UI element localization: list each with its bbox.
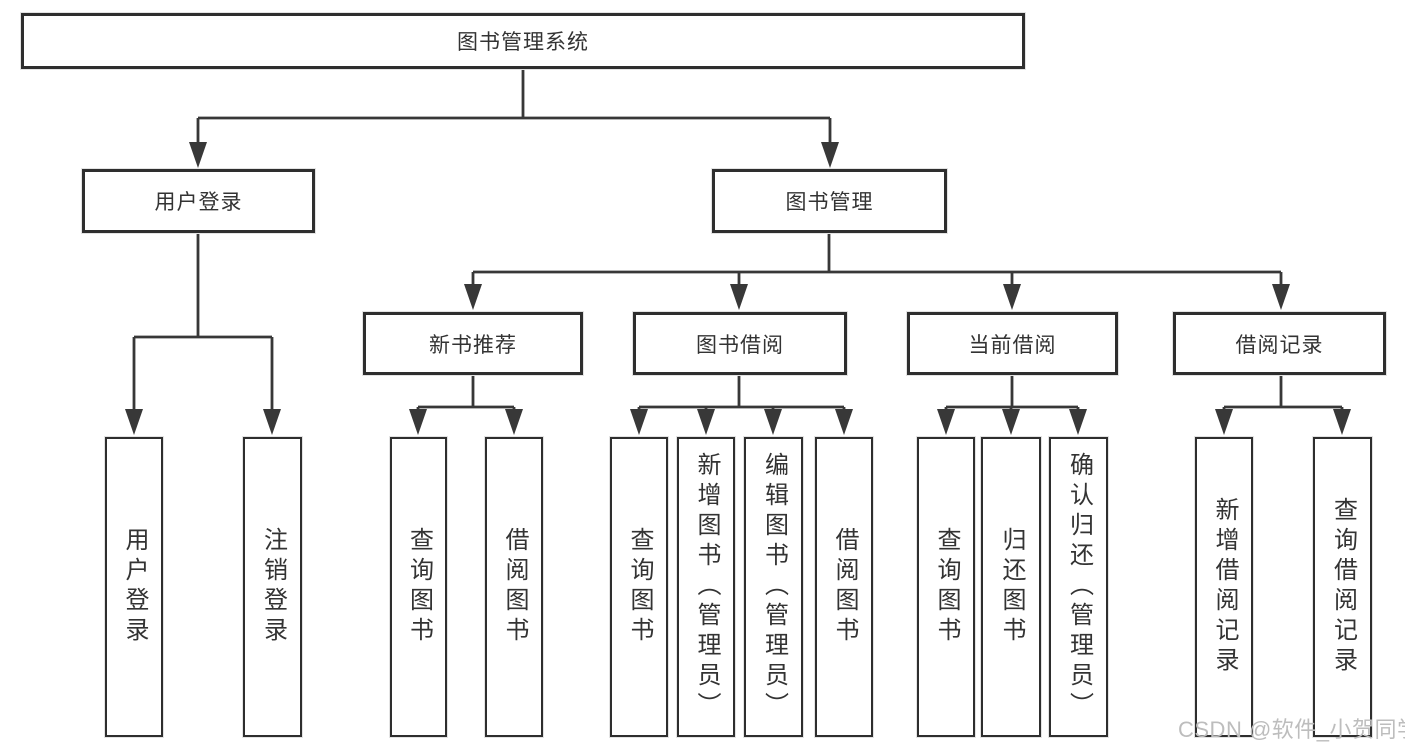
leaf-user-login: 用户登录 <box>105 437 163 737</box>
leaf-query-books-borrowing: 查询图书 <box>610 437 668 737</box>
leaf-query-books-recommend: 查询图书 <box>390 437 447 737</box>
leaf-return-books: 归还图书 <box>981 437 1041 737</box>
leaf-borrow-books: 借阅图书 <box>815 437 873 737</box>
node-new-book-recommend: 新书推荐 <box>363 312 583 375</box>
leaf-add-books-admin: 新增图书（管理员） <box>677 437 735 737</box>
node-borrow-records: 借阅记录 <box>1173 312 1386 375</box>
leaf-edit-books-admin: 编辑图书（管理员） <box>744 437 803 737</box>
node-user-login: 用户登录 <box>82 169 315 233</box>
leaf-add-borrow-record: 新增借阅记录 <box>1195 437 1253 737</box>
node-library-management-system: 图书管理系统 <box>21 13 1025 69</box>
leaf-borrow-books-recommend: 借阅图书 <box>485 437 543 737</box>
node-book-management: 图书管理 <box>712 169 947 233</box>
leaf-query-books-current: 查询图书 <box>917 437 975 737</box>
leaf-logout: 注销登录 <box>243 437 302 737</box>
leaf-confirm-return-admin: 确认归还（管理员） <box>1049 437 1108 737</box>
leaf-query-borrow-record: 查询借阅记录 <box>1313 437 1372 737</box>
node-current-borrowing: 当前借阅 <box>907 312 1118 375</box>
csdn-watermark: CSDN @软件_小贺同学 <box>1178 717 1405 742</box>
node-book-borrowing: 图书借阅 <box>633 312 847 375</box>
